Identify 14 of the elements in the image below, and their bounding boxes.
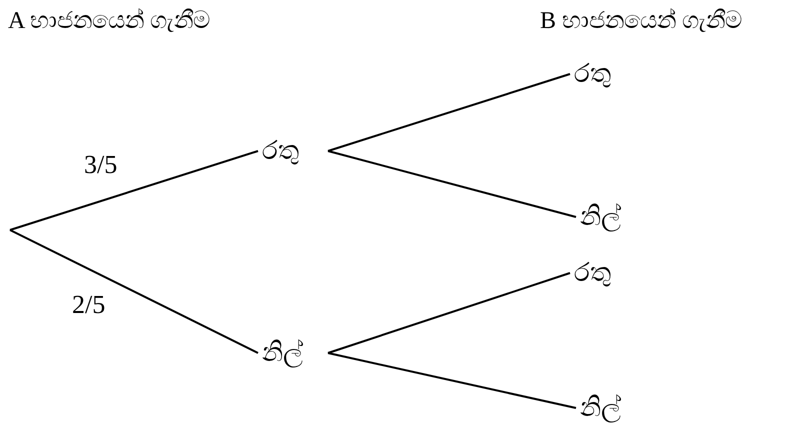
outcome-label: නිල් — [580, 198, 644, 236]
branch-line — [328, 150, 576, 218]
column-heading: A භාජනයෙන් ගැනීම — [8, 8, 210, 35]
outcome-label: රතු — [574, 55, 638, 93]
branch-line — [10, 150, 258, 231]
branch-line — [328, 73, 570, 152]
outcome-label: නිල් — [262, 334, 326, 372]
column-heading: B භාජනයෙන් ගැනීම — [540, 8, 742, 35]
branch-line — [328, 352, 576, 409]
branch-line — [328, 272, 570, 354]
outcome-label: රතු — [574, 254, 638, 292]
outcome-label: රතු — [262, 132, 326, 170]
outcome-label: නිල් — [580, 390, 644, 426]
branch-line — [10, 229, 258, 354]
